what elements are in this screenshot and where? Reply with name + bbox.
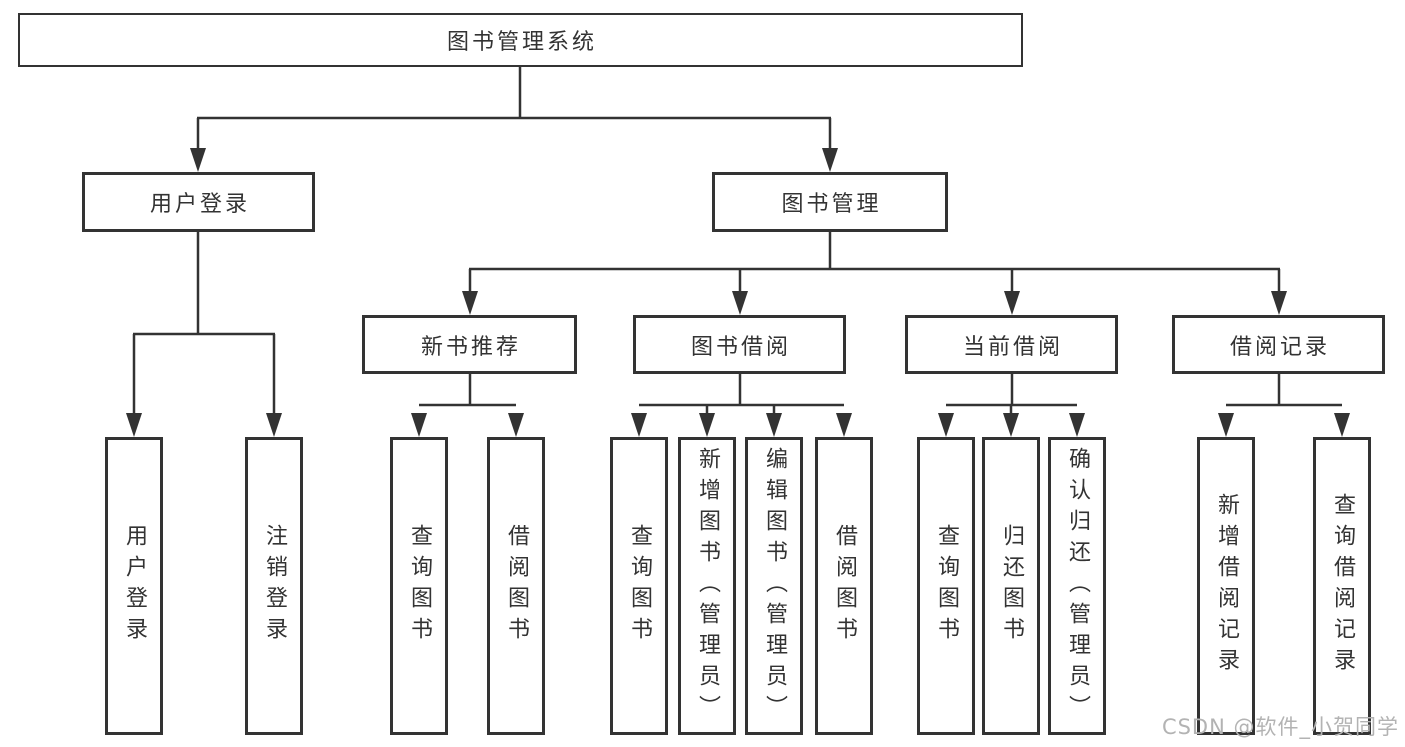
node-book-management-branch: 图书管理 xyxy=(712,172,948,232)
node-book-borrowing: 图书借阅 xyxy=(633,315,846,374)
leaf-logout: 注销登录 xyxy=(245,437,303,735)
leaf-borrowing-query-books: 查询图书 xyxy=(610,437,668,735)
node-current-borrowing: 当前借阅 xyxy=(905,315,1118,374)
leaf-user-login: 用户登录 xyxy=(105,437,163,735)
leaf-records-query-record: 查询借阅记录 xyxy=(1313,437,1371,735)
node-borrowing-records: 借阅记录 xyxy=(1172,315,1385,374)
leaf-borrowing-edit-books-admin: 编辑图书（管理员） xyxy=(745,437,803,735)
leaf-current-query-books: 查询图书 xyxy=(917,437,975,735)
leaf-current-confirm-return-admin: 确认归还（管理员） xyxy=(1048,437,1106,735)
node-user-login-branch: 用户登录 xyxy=(82,172,315,232)
node-library-management-system: 图书管理系统 xyxy=(18,13,1023,67)
leaf-recommend-borrow-books: 借阅图书 xyxy=(487,437,545,735)
leaf-records-add-record: 新增借阅记录 xyxy=(1197,437,1255,735)
arrowheads xyxy=(126,148,1350,437)
leaf-recommend-query-books: 查询图书 xyxy=(390,437,448,735)
leaf-current-return-books: 归还图书 xyxy=(982,437,1040,735)
csdn-watermark: CSDN @软件_小贺同学 xyxy=(1161,715,1399,739)
leaf-borrowing-borrow-books: 借阅图书 xyxy=(815,437,873,735)
node-new-book-recommend: 新书推荐 xyxy=(362,315,577,374)
leaf-borrowing-add-books-admin: 新增图书（管理员） xyxy=(678,437,736,735)
